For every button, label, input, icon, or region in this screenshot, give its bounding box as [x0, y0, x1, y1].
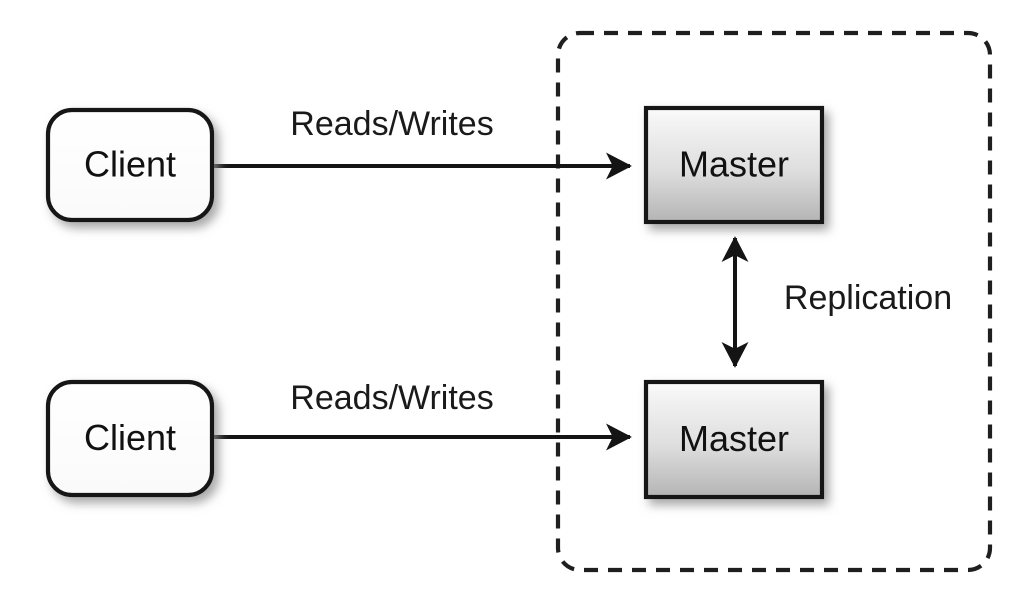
master-bottom-label: Master — [679, 418, 789, 459]
master-top-shape — [643, 105, 825, 225]
node-client-top[interactable]: Client — [45, 107, 215, 223]
master-top-label: Master — [679, 144, 789, 185]
client-bottom-label: Client — [84, 417, 176, 458]
node-layer: Client Client Master Master — [45, 105, 825, 500]
client-top-label: Client — [84, 144, 176, 185]
edge-layer — [212, 152, 749, 451]
node-master-bottom[interactable]: Master — [643, 379, 825, 500]
client-bottom-shape — [45, 379, 215, 498]
edge-label-reads-writes-top: Reads/Writes — [290, 105, 493, 143]
client-top-shape — [45, 107, 215, 223]
edge-label-replication: Replication — [784, 279, 952, 317]
edge-label-reads-writes-bottom: Reads/Writes — [290, 379, 493, 417]
node-client-bottom[interactable]: Client — [45, 379, 215, 498]
master-bottom-shape — [643, 379, 825, 500]
edge-label-layer: Reads/Writes Reads/Writes Replication — [290, 105, 952, 417]
replication-cluster-boundary — [555, 30, 993, 573]
node-master-top[interactable]: Master — [643, 105, 825, 225]
